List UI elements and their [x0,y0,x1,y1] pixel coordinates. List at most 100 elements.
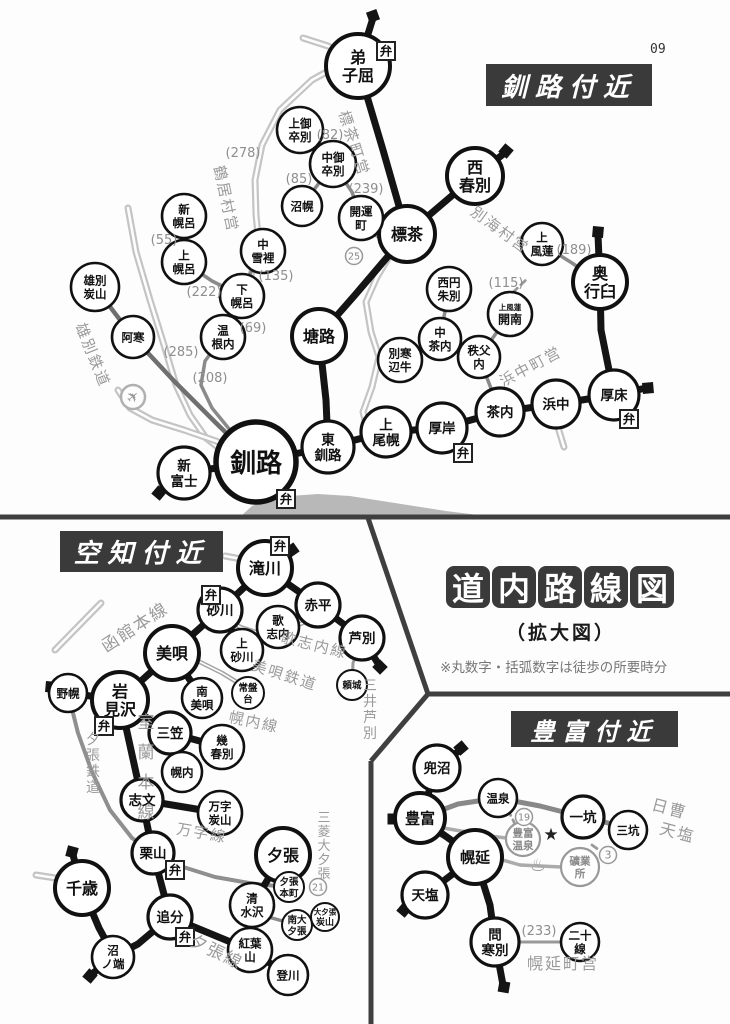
legend-note: ※丸数字・括弧数字は徒歩の所要時分 [440,660,668,676]
station-label: 紅葉 [239,937,262,951]
station-label: 千歳 [66,879,98,898]
walk-time-label: (85) [286,172,313,187]
station-label: 沼幌 [291,199,314,213]
station-温泉: 温泉 [477,777,519,819]
station-label: 兜沼 [424,760,451,777]
walk-time-label: (55) [151,233,178,248]
station-label: 岩 [111,682,128,701]
airport-icon: ✈ [119,383,147,411]
svg-text:室: 室 [138,713,155,733]
svg-text:線: 線 [138,803,155,823]
ekiben-badge: 弁 [376,41,396,61]
station-美唄: 美唄 [143,624,201,682]
station-label: 常盤 [238,682,258,694]
station-label: 内 [473,357,485,371]
station-label: 線 [574,942,586,956]
station-東釧路: 東釧路 [300,419,356,475]
station-幾春別: 幾春別 [198,723,246,771]
station-label: 町 [355,218,367,232]
ekiben-badge: 弁 [276,489,296,509]
station-幌延: 幌延 [446,828,504,886]
station-芦別: 芦別 [338,614,386,662]
station-label: 富士 [171,473,198,490]
station-label: 厚岸 [429,420,456,437]
station-label: 美唄 [156,644,188,663]
station-label: 奥 [592,264,609,283]
station-label: 幌内 [171,765,194,779]
line-end-marker [497,980,511,994]
station-label: 開運 [350,205,373,219]
ekiben-badge: 弁 [453,443,473,463]
station-label: 尾幌 [373,432,400,449]
station-label: 所 [575,867,586,880]
station-label: 塘路 [303,327,336,346]
station-label: 卒別 [322,164,345,178]
station-一坑: 一坑 [560,794,606,840]
svg-text:蘭: 蘭 [138,743,155,763]
walk-time-circled: 19 [514,807,534,827]
station-豊富: 豊富 [393,791,447,845]
station-label: 礦業 [570,855,591,868]
river-line-core [53,601,103,652]
station-label: 風蓮 [531,244,554,258]
station-新富士: 新富士 [156,445,212,501]
station-label: 上 [178,249,190,263]
svg-text:25: 25 [348,252,360,263]
station-label: 別寒 [388,347,412,361]
line-end-marker [453,740,469,756]
svg-text:弁: 弁 [169,863,182,878]
station-中茶内: 中茶内 [417,316,463,362]
station-幌内: 幌内 [160,750,204,794]
station-阿寒: 阿寒 [110,314,156,360]
line-name-label: 日曹 [650,795,690,823]
line-name-label: 鶴居村営 [210,164,242,234]
station-label: 上 [236,637,248,651]
main-title-char: 路 [538,566,582,608]
station-釧路: 釧路 [213,419,299,505]
station-兜沼: 兜沼 [412,743,462,793]
walk-time-label: (208) [193,371,228,386]
station-label: 上 [536,231,548,245]
station-label: 二十 [569,929,592,943]
station-label: 三坑 [617,823,640,837]
svg-text:本: 本 [138,773,155,793]
walk-time-label: (82) [317,128,344,143]
ekiben-badge: 弁 [175,927,195,947]
station-南美唄: 南美唄 [180,676,224,720]
main-title-boxes: 道内路線図 [446,566,674,608]
svg-text:井: 井 [363,694,377,710]
station-label: 行臼 [583,282,616,301]
svg-text:菱: 菱 [317,825,330,840]
station-label: 東 [321,431,335,448]
line-name-label: 幌延町営 [527,954,599,973]
station-label: 新 [178,203,190,217]
star-icon: ★ [543,825,558,845]
station-label: 問 [488,927,502,943]
station-label: 雄別 [83,274,107,288]
station-label: 雪裡 [252,251,275,265]
section-title-sorachi: 空知付近 [60,531,223,572]
station-赤平: 赤平 [294,581,342,629]
station-弟子屈: 弟子屈 [324,32,392,100]
station-label: 上風蓮 [499,302,522,312]
station-label: 中御 [322,151,345,165]
station-野幌: 野幌 [47,672,89,714]
section-title-toyotomi: 豊富付近 [511,711,678,747]
walk-time-label: (135) [259,269,294,284]
station-label: 寒別 [482,942,509,959]
station-label: 栗山 [140,846,167,862]
station-label: 夕張 [267,846,300,865]
svg-text:弁: 弁 [205,588,218,603]
line-end-marker [365,8,381,24]
station-label: 卒別 [289,130,312,144]
jnr-rail-line [116,699,174,918]
station-label: 弟 [350,48,366,67]
line-name-label: 雄別鉄道 [72,320,114,390]
